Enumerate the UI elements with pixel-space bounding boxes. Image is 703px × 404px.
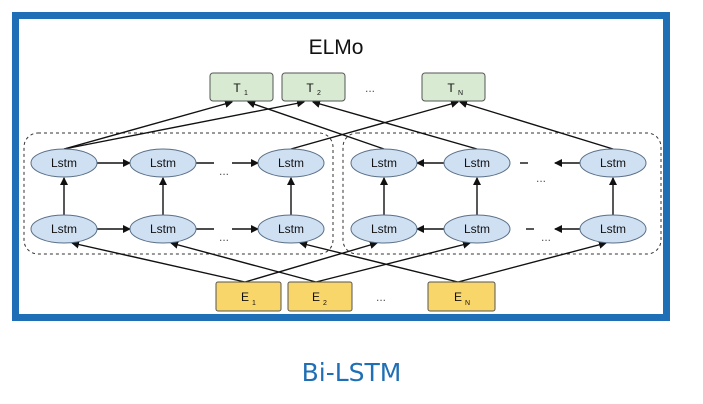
output-token-tn: T N	[421, 72, 486, 102]
input-token-e1: E 1	[215, 281, 282, 312]
lstm-node-label: Lstm	[371, 222, 397, 236]
forward-bottom-ellipsis: ...	[219, 230, 229, 244]
backward-top-ellipsis: ...	[536, 171, 546, 185]
input-e1-label: E	[241, 290, 249, 304]
caption: Bi-LSTM	[301, 358, 402, 387]
lstm-node-f-top-1: Lstm	[30, 148, 98, 178]
lstm-node-f-bot-1: Lstm	[30, 214, 98, 244]
connection-line	[71, 240, 246, 283]
input-en-subscript: N	[465, 300, 470, 307]
lstm-node-label: Lstm	[600, 222, 626, 236]
lstm-node-label: Lstm	[278, 222, 304, 236]
output-ellipsis: ...	[365, 81, 375, 95]
lstm-node-label: Lstm	[150, 156, 176, 170]
connection-line	[247, 100, 385, 150]
lstm-node-b-top-1: Lstm	[350, 148, 418, 178]
output-tn-subscript: N	[458, 90, 463, 97]
backward-lstm-group	[342, 132, 662, 255]
output-token-t1: T 1	[209, 72, 274, 102]
lstm-node-label: Lstm	[464, 222, 490, 236]
lstm-node-label: Lstm	[150, 222, 176, 236]
diagram-title: ELMo	[309, 36, 364, 59]
lstm-node-label: Lstm	[51, 222, 77, 236]
output-t2-subscript: 2	[317, 90, 321, 97]
forward-top-ellipsis: ...	[219, 164, 229, 178]
input-e2-label: E	[312, 290, 320, 304]
connection-line	[315, 240, 471, 283]
output-token-t2: T 2	[281, 72, 346, 102]
output-t1-subscript: 1	[244, 90, 248, 97]
lstm-node-label: Lstm	[51, 156, 77, 170]
lstm-node-f-bot-3: Lstm	[257, 214, 325, 244]
lstm-node-b-top-2: Lstm	[443, 148, 511, 178]
connection-line	[459, 100, 614, 150]
connection-line	[63, 99, 305, 150]
output-t2-label: T	[306, 81, 314, 95]
connection-line	[457, 240, 607, 283]
backward-bottom-ellipsis: ...	[541, 230, 551, 244]
connection-line	[244, 241, 378, 283]
lstm-node-b-bot-2: Lstm	[443, 214, 511, 244]
input-e2-subscript: 2	[323, 300, 327, 307]
lstm-node-label: Lstm	[464, 156, 490, 170]
lstm-node-label: Lstm	[278, 156, 304, 170]
input-ellipsis: ...	[376, 290, 386, 304]
connection-line	[290, 100, 459, 150]
lstm-node-b-top-3: Lstm	[579, 148, 647, 178]
connection-line	[170, 240, 317, 283]
lstm-node-f-bot-2: Lstm	[129, 214, 197, 244]
lstm-node-b-bot-3: Lstm	[579, 214, 647, 244]
input-token-en: E N	[427, 281, 496, 312]
lstm-node-f-top-3: Lstm	[257, 148, 325, 178]
connection-line	[63, 100, 233, 150]
connection-line	[312, 100, 478, 150]
input-e1-subscript: 1	[252, 300, 256, 307]
connection-line	[299, 240, 459, 283]
connection-lines	[60, 99, 617, 283]
forward-lstm-group	[23, 132, 334, 255]
lstm-node-f-top-2: Lstm	[129, 148, 197, 178]
lstm-node-b-bot-1: Lstm	[350, 214, 418, 244]
input-en-label: E	[454, 290, 462, 304]
output-t1-label: T	[233, 81, 241, 95]
lstm-node-label: Lstm	[371, 156, 397, 170]
output-tn-label: T	[447, 81, 455, 95]
input-token-e2: E 2	[287, 281, 353, 312]
lstm-node-label: Lstm	[600, 156, 626, 170]
